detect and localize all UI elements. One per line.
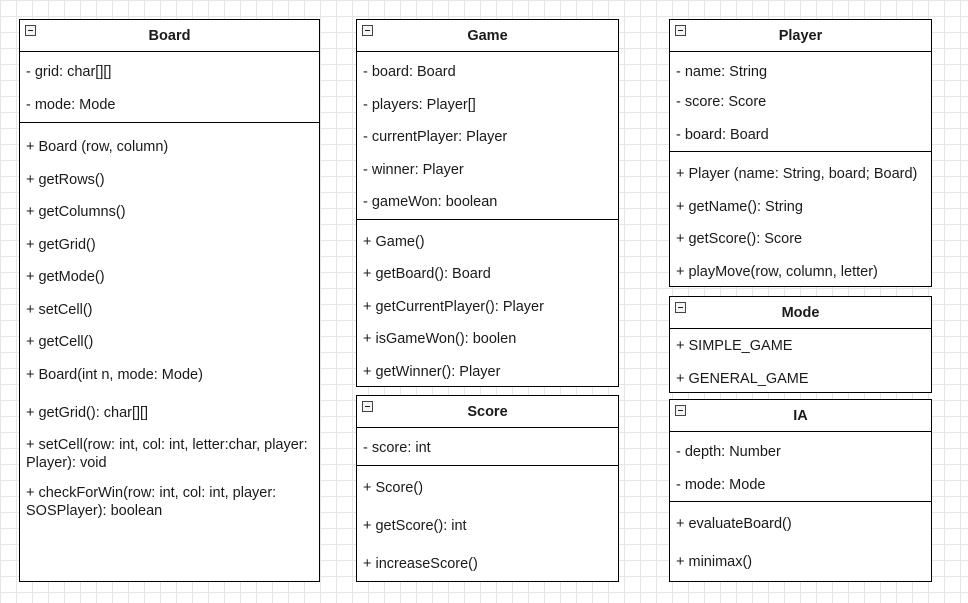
operation: + getMode() — [26, 269, 105, 285]
operation: + minimax() — [676, 554, 753, 570]
class-name: Board — [148, 27, 191, 44]
attribute: - mode: Mode — [676, 476, 766, 493]
attribute: - grid: char[][] — [26, 64, 112, 80]
operation: + getRows() — [26, 171, 105, 188]
operation: + evaluateBoard() — [676, 516, 792, 532]
class-player[interactable]: Player - name: String - score: Score - b… — [669, 19, 932, 287]
attribute: - gameWon: boolean — [363, 194, 498, 210]
attribute: - currentPlayer: Player — [363, 129, 508, 145]
class-name: Mode — [781, 304, 820, 321]
operation: + getCurrentPlayer(): Player — [363, 298, 544, 315]
attribute: - players: Player[] — [363, 96, 476, 113]
class-header: Score — [357, 396, 618, 428]
collapse-icon[interactable] — [362, 25, 373, 36]
operations-section: + Board (row, column) + getRows() + getC… — [20, 123, 319, 581]
attribute: - mode: Mode — [26, 96, 116, 113]
attributes-section: - name: String - score: Score - board: B… — [670, 52, 931, 152]
operations-section: + evaluateBoard() + minimax() — [670, 502, 931, 581]
class-score[interactable]: Score - score: int + Score() + getScore(… — [356, 395, 619, 582]
class-header: Board — [20, 20, 319, 52]
attribute: - depth: Number — [676, 444, 781, 460]
operation: + playMove(row, column, letter) — [676, 263, 878, 280]
operation: + getScore(): int — [363, 518, 467, 534]
operation: + Game() — [363, 233, 425, 250]
class-ia[interactable]: IA - depth: Number - mode: Mode + evalua… — [669, 399, 932, 582]
class-header: Game — [357, 20, 618, 52]
operation: + getBoard(): Board — [363, 266, 491, 282]
operations-section: + Player (name: String, board; Board) + … — [670, 152, 931, 288]
operation: + getWinner(): Player — [363, 363, 501, 380]
operation: + getGrid(): char[][] — [26, 404, 149, 421]
attributes-section: - score: int — [357, 428, 618, 466]
operation: + Score() — [363, 480, 424, 496]
attribute: - winner: Player — [363, 161, 464, 178]
operation: + getName(): String — [676, 198, 803, 215]
class-board[interactable]: Board - grid: char[][] - mode: Mode + Bo… — [19, 19, 320, 582]
enum-value: + SIMPLE_GAME — [676, 338, 793, 354]
attribute: - board: Board — [676, 126, 769, 143]
attribute: - score: Score — [676, 94, 767, 110]
attribute: - score: int — [363, 440, 431, 456]
operations-section: + Game() + getBoard(): Board + getCurren… — [357, 220, 618, 389]
collapse-icon[interactable] — [675, 25, 686, 36]
operation: + Player (name: String, board; Board) — [676, 166, 918, 182]
class-header: Player — [670, 20, 931, 52]
class-name: Score — [467, 403, 508, 420]
operation: + getColumns() — [26, 204, 126, 220]
enum-value: + GENERAL_GAME — [676, 370, 809, 387]
operation: + Board (row, column) — [26, 139, 169, 155]
collapse-icon[interactable] — [675, 302, 686, 313]
operation: + isGameWon(): boolen — [363, 331, 517, 347]
operation: + increaseScore() — [363, 556, 478, 572]
attributes-section: - depth: Number - mode: Mode — [670, 432, 931, 502]
collapse-icon[interactable] — [362, 401, 373, 412]
attribute: - name: String — [676, 64, 768, 80]
operation: + setCell(row: int, col: int, letter:cha… — [26, 437, 312, 471]
collapse-icon[interactable] — [25, 25, 36, 36]
operations-section: + Score() + getScore(): int + increaseSc… — [357, 466, 618, 581]
class-header: IA — [670, 400, 931, 432]
class-name: IA — [793, 407, 808, 424]
class-header: Mode — [670, 297, 931, 329]
operation: + getCell() — [26, 334, 94, 350]
attributes-section: - board: Board - players: Player[] - cur… — [357, 52, 618, 220]
class-mode[interactable]: Mode + SIMPLE_GAME + GENERAL_GAME — [669, 296, 932, 393]
collapse-icon[interactable] — [675, 405, 686, 416]
operation: + getGrid() — [26, 236, 96, 253]
values-section: + SIMPLE_GAME + GENERAL_GAME — [670, 329, 931, 395]
class-name: Player — [778, 27, 823, 44]
operation: + checkForWin(row: int, col: int, player… — [26, 485, 281, 519]
class-game[interactable]: Game - board: Board - players: Player[] … — [356, 19, 619, 387]
attribute: - board: Board — [363, 64, 456, 80]
operation: + Board(int n, mode: Mode) — [26, 366, 203, 383]
class-name: Game — [467, 27, 508, 44]
attributes-section: - grid: char[][] - mode: Mode — [20, 52, 319, 123]
operation: + setCell() — [26, 301, 93, 318]
operation: + getScore(): Score — [676, 231, 803, 247]
